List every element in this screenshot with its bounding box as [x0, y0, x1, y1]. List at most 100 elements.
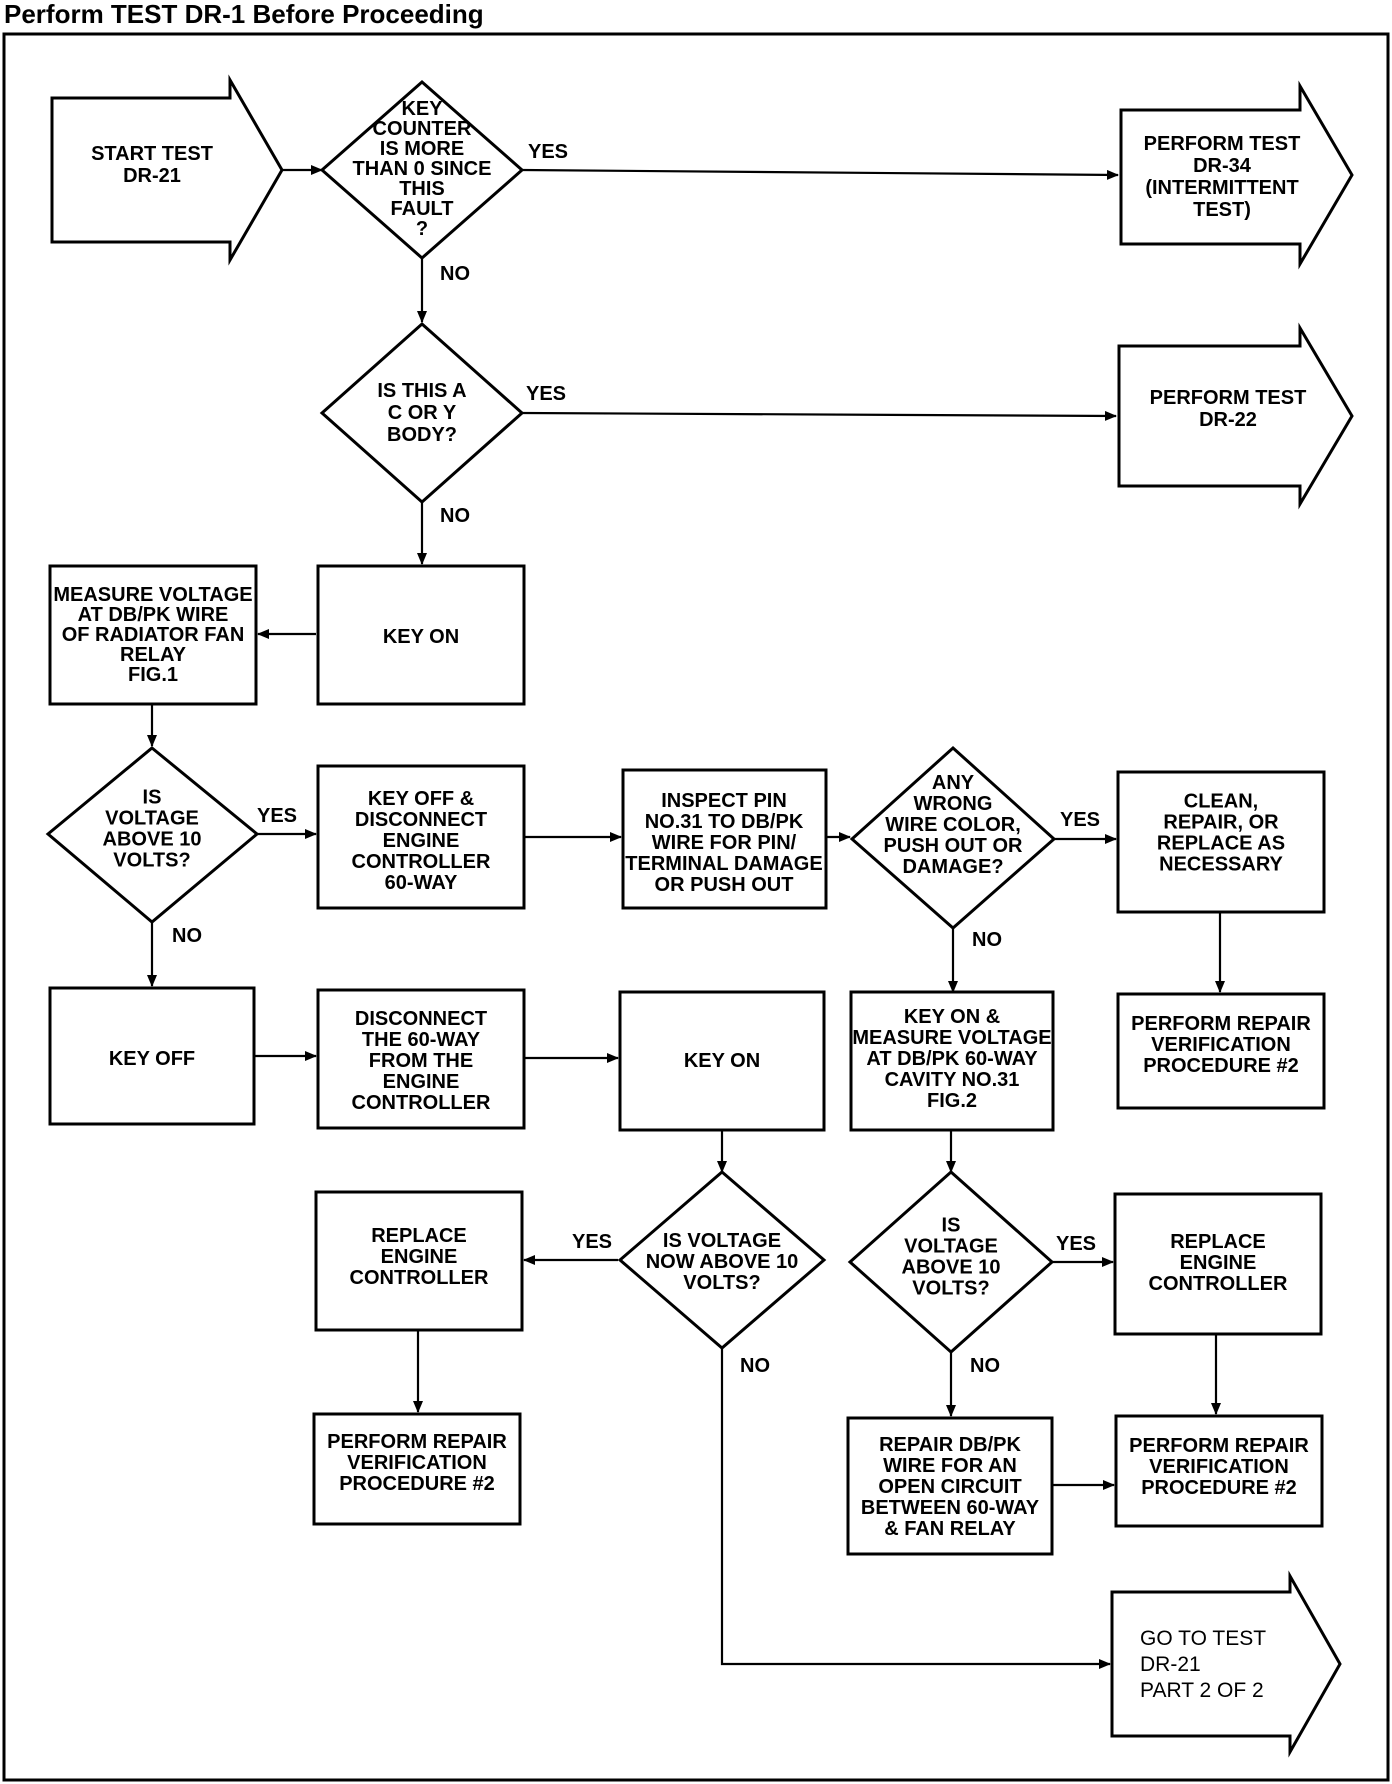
node-label-line: REPAIR, OR — [1163, 812, 1279, 834]
node-verify-1-shape — [1116, 992, 1326, 1110]
node-label-line: IS VOLTAGE — [663, 1230, 781, 1252]
node-label-line: THAN 0 SINCE — [353, 158, 492, 180]
node-key-on-1-shape — [316, 564, 526, 706]
node-label-line: PART 2 OF 2 — [1140, 1679, 1264, 1702]
node-q-voltage-2-shape — [847, 1169, 1055, 1355]
node-label-line: IS — [143, 787, 162, 809]
node-label-line: FROM THE — [369, 1050, 473, 1072]
node-label-line: NECESSARY — [1159, 854, 1283, 876]
node-label-line: REPAIR DB/PK — [879, 1434, 1021, 1456]
node-label-line: INSPECT PIN — [661, 790, 787, 812]
edge-labels: YES NO YES NO YES NO YES NO YES NO YES N… — [172, 141, 1100, 1377]
node-label-line: (INTERMITTENT — [1145, 177, 1298, 199]
edge-key-counter-yes — [521, 168, 1119, 180]
node-label-line: OR PUSH OUT — [655, 874, 794, 896]
node-label-line: DR-21 — [123, 165, 181, 187]
node-label-line: NOW ABOVE 10 — [646, 1251, 799, 1273]
node-label-line: AT DB/PK WIRE — [78, 604, 229, 626]
node-label-line: PERFORM TEST — [1144, 133, 1301, 155]
node-verify-2-shape — [312, 1412, 522, 1526]
node-label-line: CONTROLLER — [352, 851, 491, 873]
node-label-line: VOLTAGE — [904, 1236, 998, 1258]
node-label-line: IS THIS A — [377, 380, 466, 402]
node-perform-dr22-shape — [1117, 322, 1354, 510]
label-q-voltage-now-yes: YES — [572, 1231, 612, 1253]
node-label-line: CONTROLLER — [1149, 1273, 1288, 1295]
page-heading: Perform TEST DR-1 Before Proceeding — [4, 0, 484, 29]
node-label-line: IS MORE — [380, 138, 464, 160]
edge-body-yes — [521, 410, 1117, 421]
node-label-line: DISCONNECT — [355, 809, 487, 831]
shapes — [45, 74, 1354, 1758]
node-label-line: VERIFICATION — [1151, 1034, 1291, 1056]
node-label-line: AT DB/PK 60-WAY — [866, 1048, 1038, 1070]
node-label-line: NO.31 TO DB/PK — [645, 811, 804, 833]
node-key-on-1-label: KEY ON — [383, 626, 459, 648]
node-label-line: DAMAGE? — [902, 856, 1003, 878]
node-label-line: PERFORM REPAIR — [327, 1431, 507, 1453]
node-label-line: KEY OFF & — [368, 788, 474, 810]
node-label-line: PROCEDURE #2 — [339, 1473, 495, 1495]
node-label-line: KEY ON — [684, 1050, 760, 1072]
node-label-line: WIRE COLOR, — [885, 814, 1021, 836]
label-q-wrong-yes: YES — [1060, 809, 1100, 831]
node-label-line: ABOVE 10 — [902, 1257, 1001, 1279]
node-label-line: THIS — [399, 178, 445, 200]
node-key-counter-shape — [319, 80, 525, 260]
label-body-yes: YES — [526, 383, 566, 405]
node-label-line: OF RADIATOR FAN — [62, 624, 245, 646]
node-label-line: TERMINAL DAMAGE — [625, 853, 822, 875]
diagram-frame — [2, 32, 1390, 1782]
label-q-voltage1-yes: YES — [257, 805, 297, 827]
node-label-line: ABOVE 10 — [103, 829, 202, 851]
node-label-line: FIG.1 — [128, 664, 178, 686]
node-label-line: PERFORM REPAIR — [1129, 1435, 1309, 1457]
node-label-line: ENGINE — [1180, 1252, 1257, 1274]
node-label-line: TEST) — [1193, 199, 1251, 221]
node-label-line: 60-WAY — [385, 872, 458, 894]
node-q-voltage-1-shape — [45, 746, 260, 924]
node-label-line: IS — [942, 1215, 961, 1237]
node-label-line: VOLTAGE — [105, 808, 199, 830]
node-verify-3-shape — [1114, 1414, 1324, 1528]
node-label-line: ANY — [932, 772, 975, 794]
node-label-line: REPLACE — [1170, 1231, 1266, 1253]
node-clean-repair-shape — [1116, 770, 1326, 914]
node-label-line: REPLACE — [371, 1225, 467, 1247]
node-label-line: PERFORM TEST — [1150, 387, 1307, 409]
node-label-line: WIRE FOR PIN/ — [652, 832, 797, 854]
node-label-line: PUSH OUT OR — [884, 835, 1023, 857]
node-label-line: DR-34 — [1193, 155, 1252, 177]
node-label-line: ? — [416, 218, 428, 240]
node-label-line: START TEST — [91, 143, 213, 165]
node-label-line: BETWEEN 60-WAY — [861, 1497, 1040, 1519]
node-q-wrong-wire-shape — [849, 745, 1057, 930]
node-disconnect-60way-shape — [316, 988, 526, 1130]
node-q-voltage-now-shape — [617, 1170, 827, 1350]
node-label-line: VOLTS? — [912, 1278, 989, 1300]
edge-q-voltage-now-no — [720, 1348, 1111, 1669]
node-measure-voltage-shape — [48, 564, 258, 706]
node-label-line: COUNTER — [373, 118, 472, 140]
node-key-off-shape — [48, 986, 256, 1126]
node-label-line: WIRE FOR AN — [883, 1455, 1017, 1477]
node-label-line: DR-21 — [1140, 1653, 1201, 1676]
node-goto-part2-shape — [1110, 1570, 1342, 1758]
node-label-line: THE 60-WAY — [362, 1029, 481, 1051]
edges — [147, 165, 1225, 1669]
label-q-wrong-no: NO — [972, 929, 1002, 951]
